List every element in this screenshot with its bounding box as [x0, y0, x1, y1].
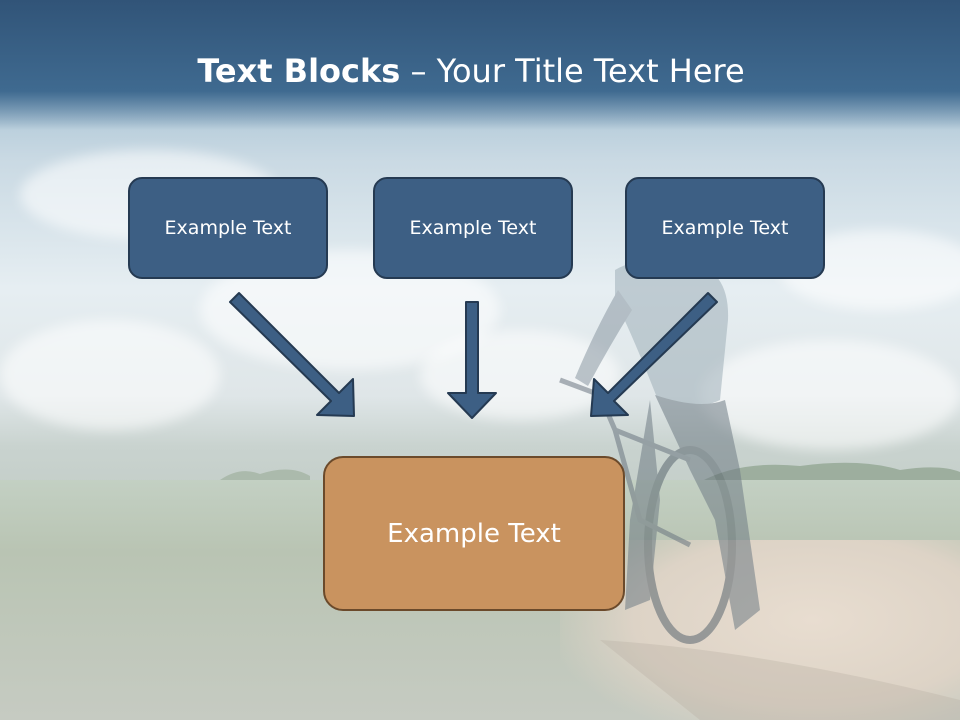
title-separator: – — [400, 52, 437, 90]
text-block-2[interactable]: Example Text — [373, 177, 573, 279]
text-block-3-label: Example Text — [661, 217, 789, 239]
arrow-center — [447, 301, 497, 419]
cloud-5 — [700, 340, 960, 450]
arrow-right — [590, 292, 718, 417]
title-band — [0, 0, 960, 130]
text-block-1-label: Example Text — [164, 217, 292, 239]
cloud-3 — [0, 320, 220, 430]
slide-title: Text Blocks – Your Title Text Here — [0, 52, 942, 90]
title-rest: Your Title Text Here — [436, 52, 745, 90]
text-block-2-label: Example Text — [409, 217, 537, 239]
arrow-left — [229, 292, 355, 417]
text-block-3[interactable]: Example Text — [625, 177, 825, 279]
text-block-main[interactable]: Example Text — [323, 456, 625, 611]
text-block-main-label: Example Text — [387, 518, 561, 549]
title-bold: Text Blocks — [197, 52, 401, 90]
dirt-road — [560, 540, 960, 720]
text-block-1[interactable]: Example Text — [128, 177, 328, 279]
